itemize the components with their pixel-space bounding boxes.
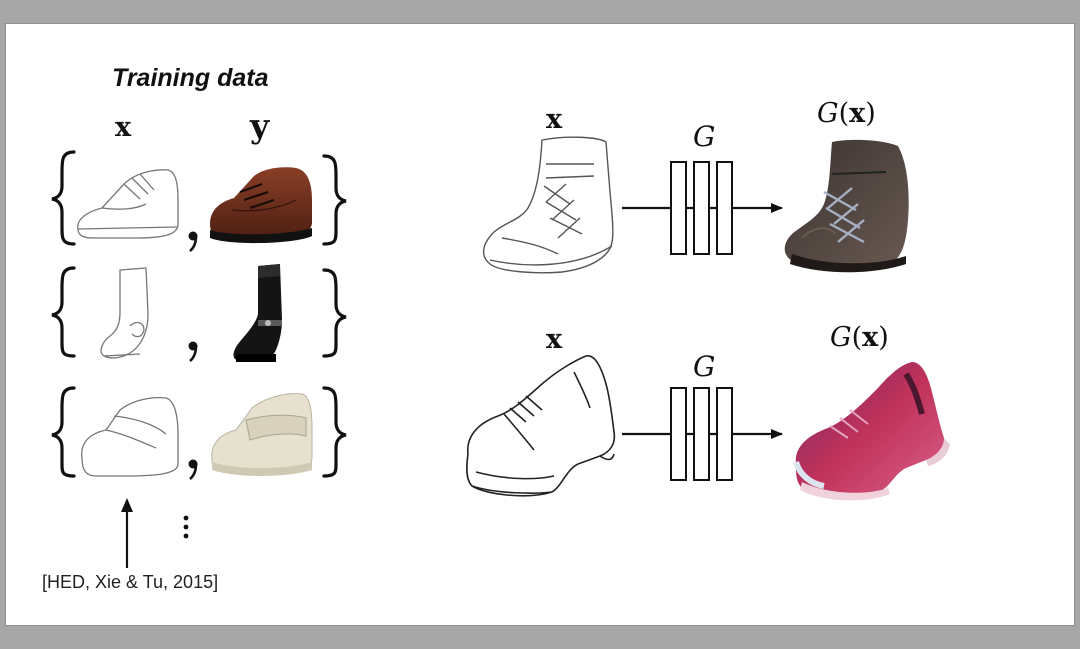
set-braces [51, 150, 347, 478]
citation-arrow-icon [121, 498, 133, 568]
commas [188, 231, 198, 480]
citation: [HED, Xie & Tu, 2015] [42, 572, 219, 592]
comma-icon [188, 231, 198, 252]
row2-generator-label: G [693, 350, 716, 383]
row2-generated-shoe-icon [793, 362, 950, 501]
open-brace-icon [51, 386, 76, 478]
row1-output-label: G(x) [817, 98, 876, 129]
photo-cream-velcro-icon [211, 393, 313, 476]
comma-icon [188, 341, 198, 362]
photo-black-boot-icon [233, 264, 282, 362]
row2-output-x: x [862, 322, 879, 353]
close-brace-icon [322, 386, 347, 478]
row2-generator [622, 387, 783, 481]
row1-output-x: x [849, 98, 866, 129]
row1-generated-boot-icon [784, 139, 909, 273]
row1-input-sketch-icon [483, 136, 614, 274]
sketch-oxford-icon [77, 169, 179, 239]
diagram-graphics [51, 136, 950, 568]
open-brace-icon [51, 266, 76, 358]
sketch-velcro-icon [81, 396, 179, 477]
row1-generator [622, 161, 783, 255]
close-brace-icon [322, 154, 347, 246]
row2-output-label: G(x) [830, 322, 889, 353]
row2-input-sketch-icon [466, 355, 616, 497]
row2-input-label: x [546, 324, 563, 355]
sketch-boot-icon [100, 267, 149, 359]
column-label-x: x [115, 112, 132, 143]
row1-input-label: x [546, 104, 563, 135]
slide: Training data x y x G G(x) x G G(x) [HED… [5, 23, 1075, 626]
training-data-title: Training data [112, 64, 269, 92]
close-brace-icon [322, 268, 347, 358]
ellipsis-dots [183, 515, 189, 539]
sketch-shoes [77, 169, 179, 477]
row1-generator-label: G [693, 120, 716, 153]
row1-output-g: G [817, 98, 839, 129]
row2-output-g: G [830, 322, 852, 353]
open-brace-icon [51, 150, 76, 246]
comma-icon [188, 459, 198, 480]
photo-brown-oxford-icon [210, 167, 312, 244]
column-label-y: y [250, 106, 270, 145]
